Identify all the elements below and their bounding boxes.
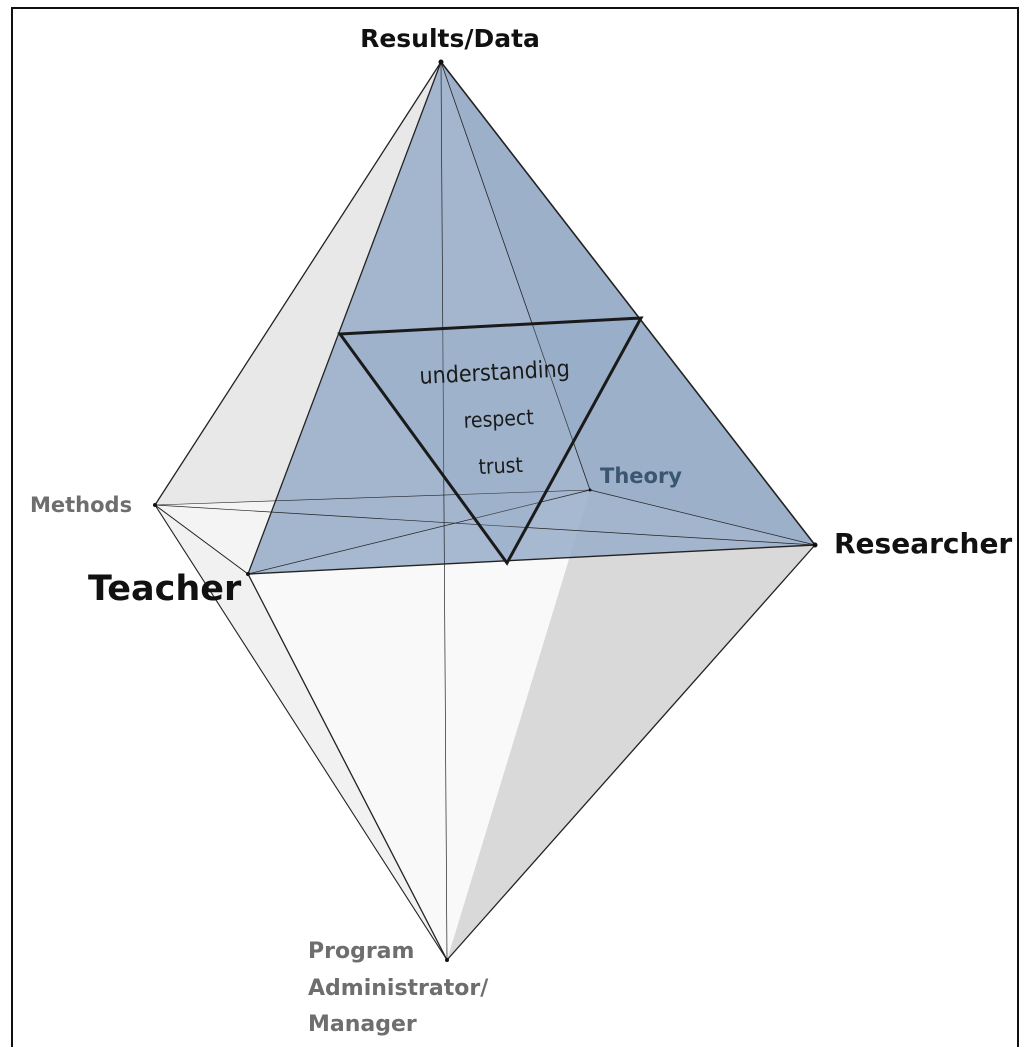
label-theory: Theory [600,464,682,488]
figure-frame [11,7,1019,1047]
label-methods: Methods [30,493,132,517]
label-program: Program [308,939,414,964]
label-administrator: Administrator/ [308,976,489,1001]
edges [154,61,816,961]
inner-triangle [337,316,644,566]
vertex-dots [153,59,818,962]
face-top-teacher-researcher [248,62,815,574]
word-respect: respect [463,405,534,433]
face-top-methods-teacher [155,62,441,574]
label-researcher: Researcher [834,527,1012,560]
label-manager: Manager [308,1012,417,1037]
label-results-data: Results/Data [360,24,540,53]
face-methods-theory-bottom [155,490,590,960]
face-teacher-theory-researcher [248,490,815,574]
word-trust: trust [478,453,524,479]
label-teacher: Teacher [88,569,242,609]
face-researcher-bottom-right [447,490,815,960]
